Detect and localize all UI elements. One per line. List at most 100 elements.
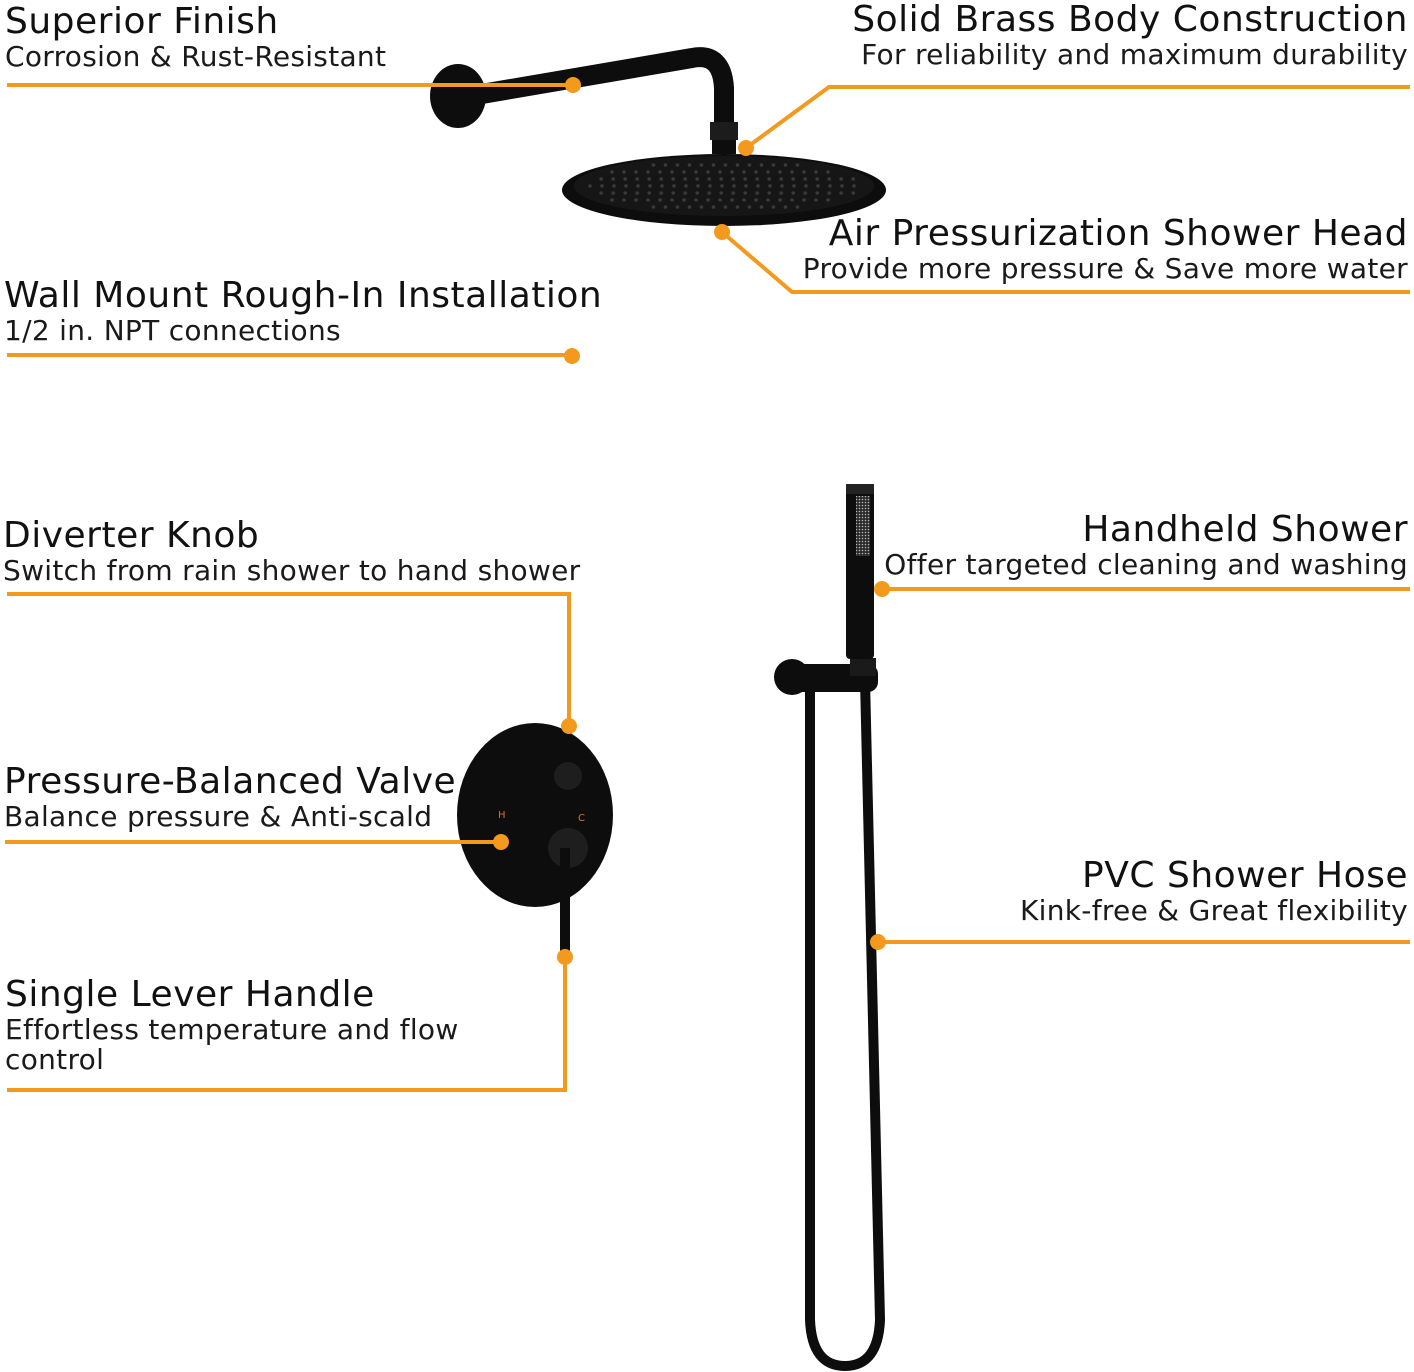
nozzle (634, 170, 638, 174)
nozzle (840, 184, 844, 188)
nozzle (730, 170, 734, 174)
nozzle (804, 184, 808, 188)
callout-title: Single Lever Handle (5, 974, 375, 1015)
nozzle (743, 177, 747, 181)
nozzle (611, 191, 615, 195)
nozzle (814, 170, 818, 174)
nozzle (792, 184, 796, 188)
nozzle (803, 177, 807, 181)
nozzle (671, 191, 675, 195)
nozzle (599, 177, 603, 181)
nozzle (742, 170, 746, 174)
nozzle (612, 184, 616, 188)
dot-pvc-hose (870, 934, 886, 950)
dot-superior-finish (565, 77, 581, 93)
nozzle (839, 177, 843, 181)
nozzle (622, 170, 626, 174)
nozzle (646, 170, 650, 174)
callout-subtitle: Balance pressure & Anti-scald (4, 799, 433, 833)
nozzle (767, 191, 771, 195)
nozzle (756, 184, 760, 188)
nozzle (588, 184, 592, 188)
nozzle (790, 170, 794, 174)
nozzle (767, 177, 771, 181)
nozzle (636, 184, 640, 188)
callout-anchor-dots (493, 77, 890, 965)
callout-subtitle: Kink-free & Great flexibility (1020, 893, 1408, 927)
nozzle (622, 198, 626, 202)
valve-trim-plate: H C (457, 723, 613, 958)
nozzle (695, 177, 699, 181)
shower-arm (430, 47, 738, 154)
nozzle (651, 163, 656, 167)
nozzle (696, 184, 700, 188)
callout-subtitle: Switch from rain shower to hand shower (3, 553, 581, 587)
nozzle (783, 205, 788, 209)
nozzle (815, 191, 819, 195)
dot-air-pressurization (714, 224, 730, 240)
nozzle (747, 205, 752, 209)
nozzle (766, 198, 770, 202)
nozzle (718, 198, 722, 202)
nozzle (731, 191, 735, 195)
nozzle (682, 170, 686, 174)
nozzle (660, 184, 664, 188)
nozzle (720, 184, 724, 188)
nozzle (623, 191, 627, 195)
callout-subtitle: Offer targeted cleaning and washing (884, 547, 1408, 581)
nozzle (670, 198, 674, 202)
callout-title: Pressure-Balanced Valve (4, 761, 457, 802)
nozzle (659, 177, 663, 181)
callout-subtitle-line2: control (5, 1043, 105, 1077)
nozzle (647, 191, 651, 195)
nozzle (699, 205, 704, 209)
nozzle (672, 184, 676, 188)
nozzle (730, 198, 734, 202)
nozzle (623, 177, 627, 181)
nozzle (755, 191, 759, 195)
shower-head-nozzles (588, 163, 856, 209)
nozzle (723, 163, 728, 167)
nozzle (663, 205, 668, 209)
nozzle (744, 184, 748, 188)
nozzle (778, 198, 782, 202)
rain-shower-head (562, 154, 886, 226)
callout-subtitle: Corrosion & Rust-Resistant (5, 39, 387, 73)
nozzle (648, 184, 652, 188)
nozzle (718, 170, 722, 174)
nozzle (814, 198, 818, 202)
nozzle (675, 163, 680, 167)
nozzle (790, 198, 794, 202)
dot-pressure-balanced (493, 834, 509, 850)
nozzle (658, 198, 662, 202)
nozzle (670, 170, 674, 174)
nozzle (600, 184, 604, 188)
nozzle (706, 170, 710, 174)
callout-title: Handheld Shower (1082, 509, 1408, 550)
shower-system-illustration: H C (430, 47, 886, 1372)
nozzle (771, 163, 776, 167)
nozzle (694, 198, 698, 202)
callout-subtitle: 1/2 in. NPT connections (4, 313, 341, 347)
nozzle (610, 170, 614, 174)
nozzle (839, 191, 843, 195)
hot-mark: H (498, 810, 506, 821)
nozzle (695, 191, 699, 195)
cold-mark: C (578, 813, 585, 824)
callout-wall-mount: Wall Mount Rough-In Installation 1/2 in.… (4, 276, 602, 346)
nozzle (783, 163, 788, 167)
nozzle (684, 184, 688, 188)
handheld-shower-wand (846, 484, 874, 659)
nozzle (827, 191, 831, 195)
leader-air-pressurization (720, 230, 1410, 294)
nozzle (828, 184, 832, 188)
dot-wall-mount (564, 348, 580, 364)
nozzle (647, 177, 651, 181)
nozzle (675, 205, 680, 209)
dot-handheld-shower (874, 581, 890, 597)
nozzle (742, 198, 746, 202)
nozzle (747, 163, 752, 167)
nozzle (851, 191, 855, 195)
nozzle (754, 170, 758, 174)
